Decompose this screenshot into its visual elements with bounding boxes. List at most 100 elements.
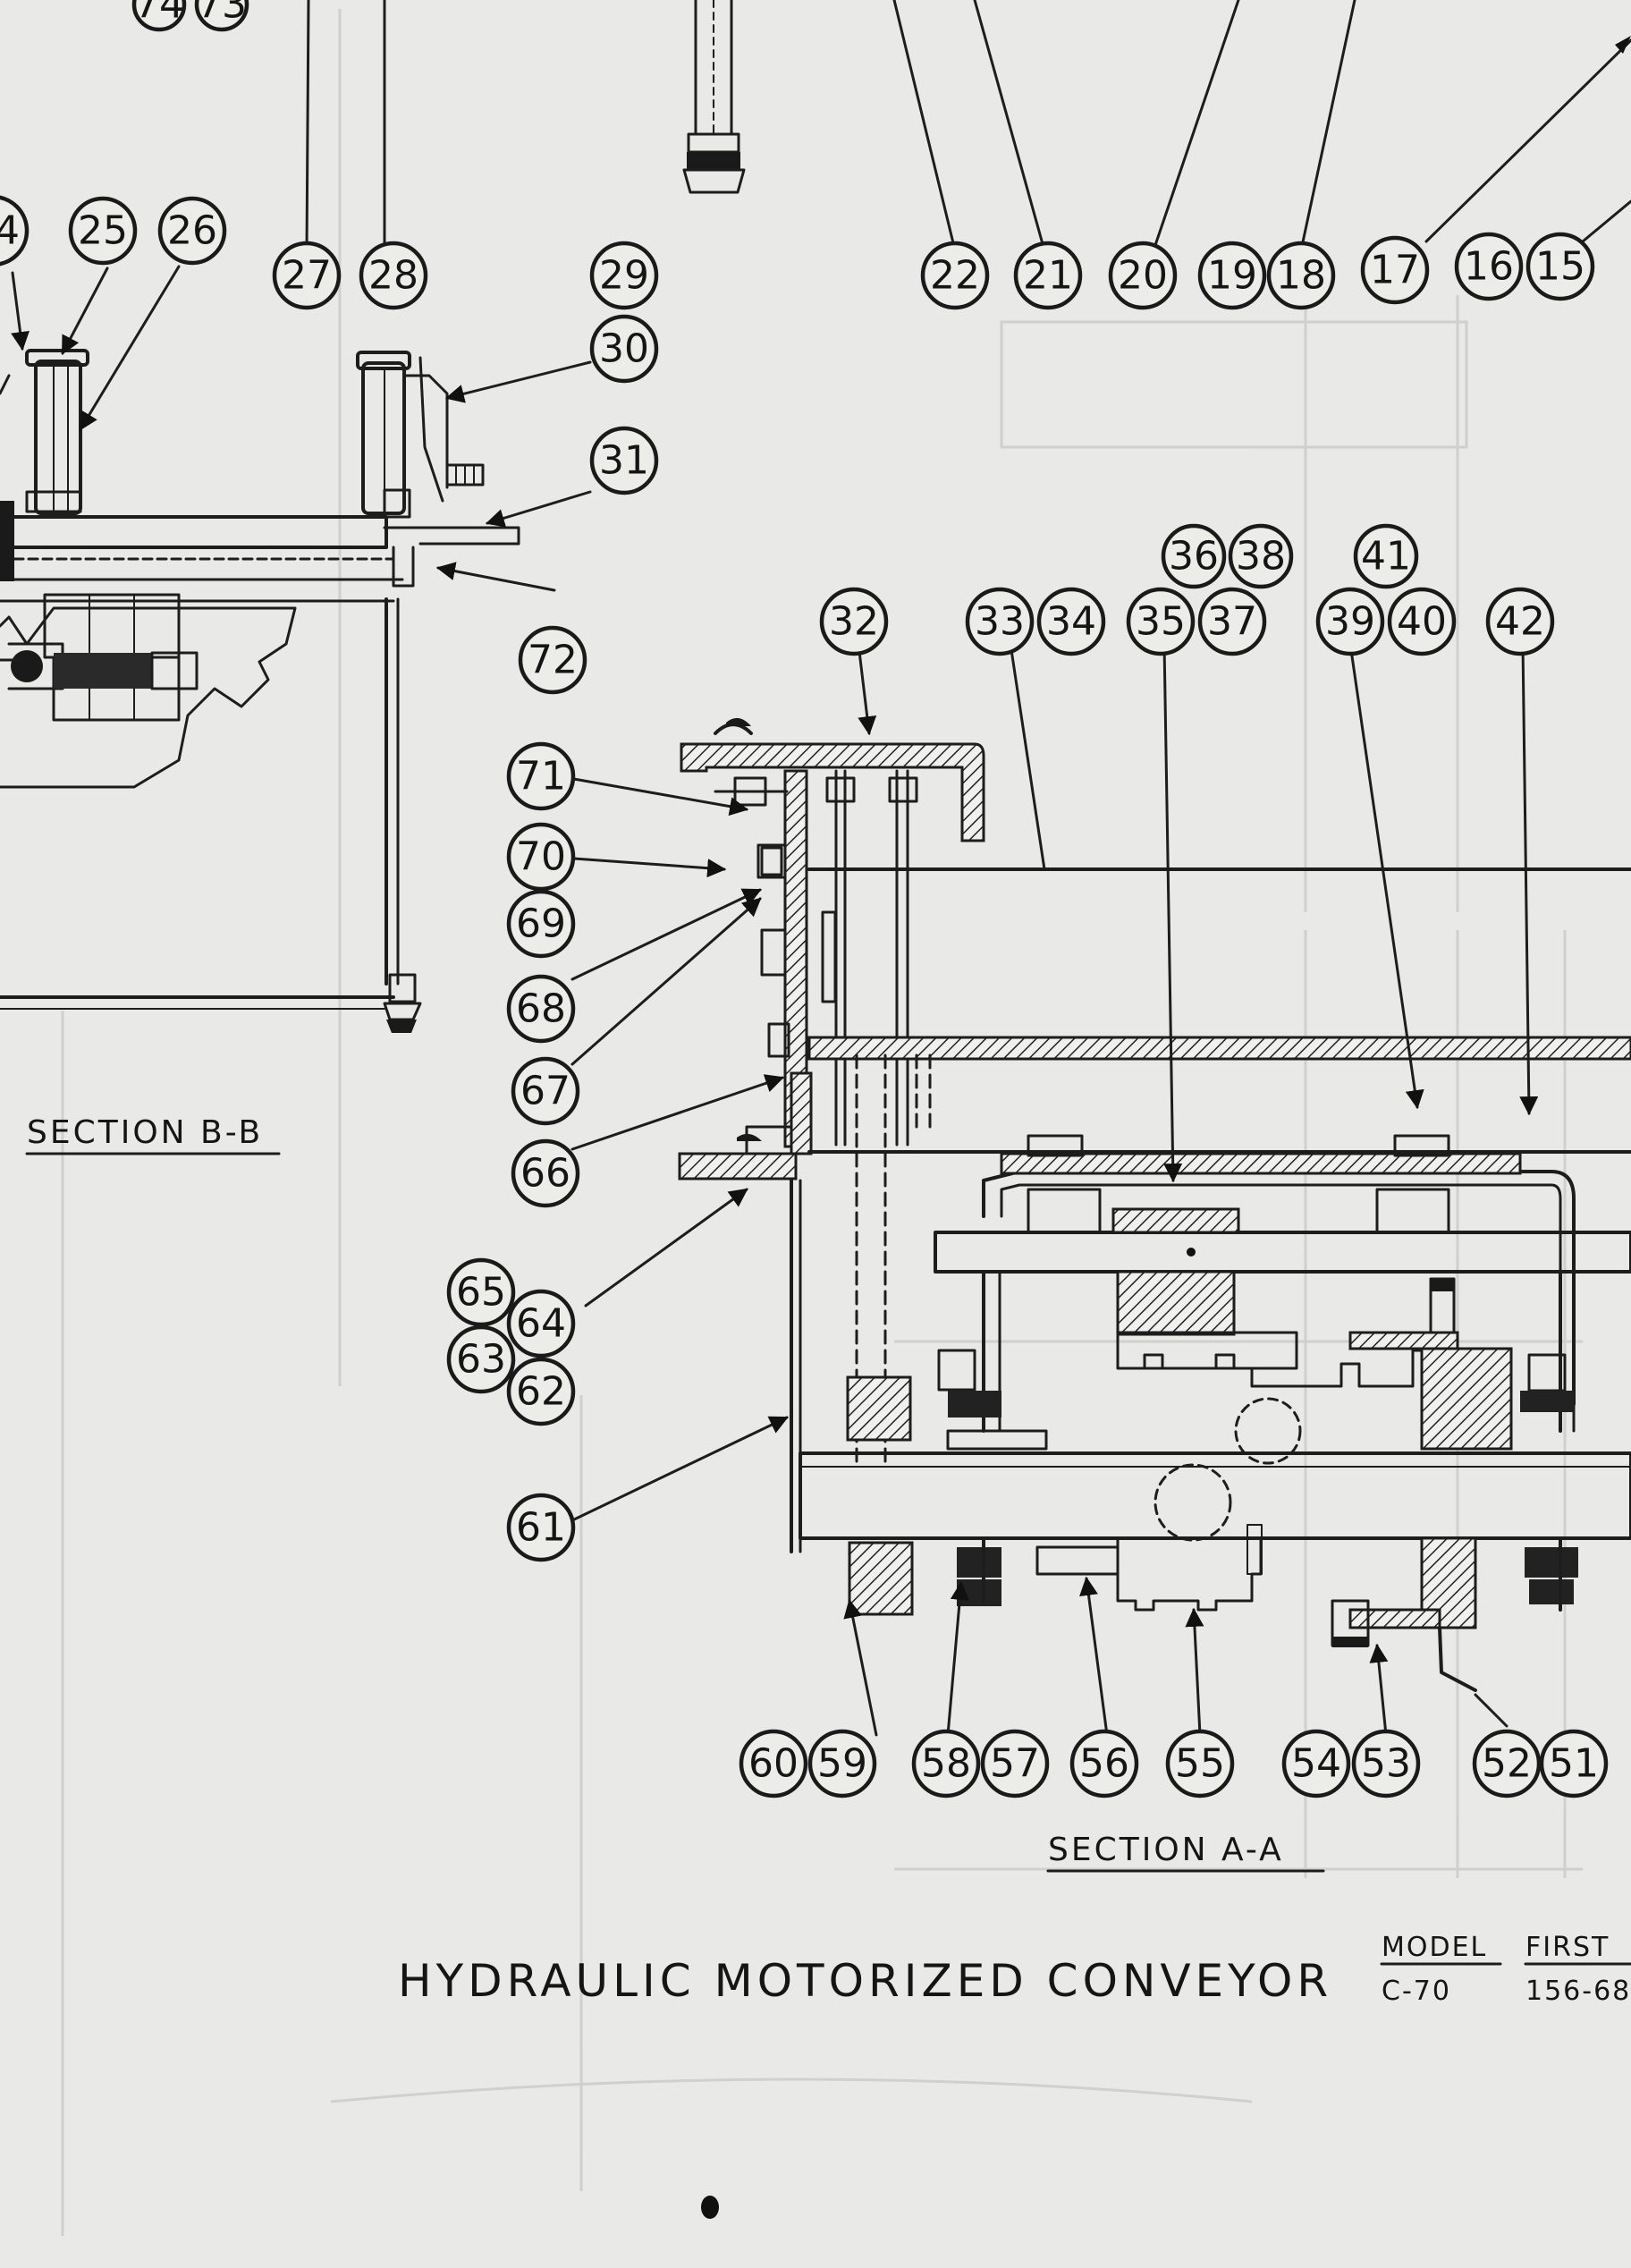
svg-text:57: 57 (990, 1741, 1040, 1787)
callout-36: 36 (1161, 523, 1227, 589)
callout-29: 29 (589, 241, 659, 310)
callout-60: 60 (739, 1729, 808, 1798)
callout-61: 61 (506, 1493, 576, 1562)
svg-text:22: 22 (930, 253, 980, 299)
callout-59: 59 (807, 1729, 877, 1798)
svg-text:53: 53 (1361, 1741, 1411, 1787)
callout-66: 66 (511, 1138, 580, 1208)
callout-31: 31 (589, 426, 659, 495)
section-a-a-leaders (435, 360, 1539, 1737)
callout-16: 16 (1454, 232, 1524, 301)
svg-text:25: 25 (78, 208, 128, 254)
callout-33: 33 (965, 587, 1035, 656)
svg-text:52: 52 (1482, 1741, 1532, 1787)
callout-56: 56 (1069, 1729, 1139, 1798)
callout-63: 63 (446, 1324, 516, 1394)
callout-25: 25 (68, 196, 138, 266)
svg-text:36: 36 (1169, 534, 1219, 580)
callout-32: 32 (819, 587, 889, 656)
callout-20: 20 (1108, 241, 1178, 310)
callout-17: 17 (1360, 235, 1430, 305)
svg-text:34: 34 (1046, 599, 1096, 645)
svg-text:67: 67 (520, 1069, 570, 1114)
section-b-b-view (0, 349, 520, 1033)
svg-text:64: 64 (516, 1301, 566, 1347)
svg-text:28: 28 (368, 253, 418, 299)
svg-text:37: 37 (1207, 599, 1257, 645)
drawing-title: HYDRAULIC MOTORIZED CONVEYOR (398, 1955, 1332, 2007)
callout-57: 57 (980, 1729, 1050, 1798)
svg-text:29: 29 (599, 253, 649, 299)
svg-text:40: 40 (1397, 599, 1447, 645)
svg-text:18: 18 (1276, 253, 1326, 299)
svg-text:38: 38 (1236, 534, 1286, 580)
callout-42: 42 (1485, 587, 1555, 656)
svg-text:16: 16 (1464, 244, 1514, 290)
svg-text:32: 32 (829, 599, 879, 645)
section-b-b-label: SECTION B-B (27, 1114, 263, 1151)
callout-72: 72 (518, 625, 587, 695)
callout-22: 22 (920, 241, 990, 310)
svg-text:4: 4 (0, 208, 20, 254)
svg-text:30: 30 (599, 326, 649, 372)
svg-text:63: 63 (456, 1337, 506, 1383)
callout-38: 38 (1228, 523, 1294, 589)
callout-21: 21 (1013, 241, 1083, 310)
callout-37: 37 (1197, 587, 1267, 656)
callout-69: 69 (506, 889, 576, 959)
svg-text:27: 27 (282, 253, 332, 299)
svg-text:33: 33 (975, 599, 1025, 645)
callout-55: 55 (1165, 1729, 1235, 1798)
callout-53: 53 (1351, 1729, 1421, 1798)
bleed-through-background (61, 9, 1583, 2236)
callout-27: 27 (272, 241, 342, 310)
svg-text:26: 26 (167, 208, 217, 254)
callout-73: 73 (194, 0, 249, 32)
svg-text:56: 56 (1079, 1741, 1129, 1787)
svg-text:17: 17 (1370, 248, 1420, 293)
callout-51: 51 (1539, 1729, 1609, 1798)
callout-67: 67 (511, 1056, 580, 1126)
callout-65: 65 (446, 1257, 516, 1327)
svg-text:31: 31 (599, 438, 649, 484)
model-table: MODEL FIRST C-70 156-68 (1380, 1932, 1631, 2007)
svg-text:61: 61 (516, 1505, 566, 1551)
model-value: C-70 (1382, 1976, 1451, 2007)
callout-70: 70 (506, 822, 576, 892)
svg-text:74: 74 (134, 0, 184, 28)
callout-24: 4 (0, 195, 30, 267)
callout-71: 71 (506, 741, 576, 811)
svg-text:69: 69 (516, 901, 566, 947)
callout-41: 41 (1353, 523, 1419, 589)
callout-28: 28 (359, 241, 428, 310)
svg-text:35: 35 (1136, 599, 1186, 645)
callout-35: 35 (1126, 587, 1196, 656)
callout-30: 30 (589, 314, 659, 384)
top-leaders (0, 0, 1631, 431)
callout-62: 62 (506, 1357, 576, 1426)
callout-15: 15 (1525, 232, 1595, 301)
callout-40: 40 (1387, 587, 1457, 656)
callout-64: 64 (506, 1289, 576, 1358)
svg-text:65: 65 (456, 1270, 506, 1316)
svg-text:59: 59 (817, 1741, 867, 1787)
svg-text:51: 51 (1549, 1741, 1599, 1787)
svg-text:68: 68 (516, 986, 566, 1032)
svg-text:58: 58 (921, 1741, 971, 1787)
callout-18: 18 (1266, 241, 1336, 310)
svg-text:72: 72 (528, 638, 578, 683)
svg-text:42: 42 (1495, 599, 1545, 645)
model-header: MODEL (1382, 1932, 1487, 1963)
svg-text:39: 39 (1325, 599, 1375, 645)
callout-68: 68 (506, 974, 576, 1044)
svg-text:54: 54 (1291, 1741, 1341, 1787)
svg-text:15: 15 (1535, 244, 1585, 290)
callout-74: 74 (131, 0, 187, 32)
section-a-a-view (678, 717, 1631, 1692)
svg-text:20: 20 (1118, 253, 1168, 299)
svg-text:62: 62 (516, 1369, 566, 1415)
first-header: FIRST (1525, 1932, 1610, 1963)
callout-balloons: 74 73 4 25 26 27 28 29 30 31 72 22 21 20… (0, 0, 1609, 1798)
callout-34: 34 (1036, 587, 1106, 656)
